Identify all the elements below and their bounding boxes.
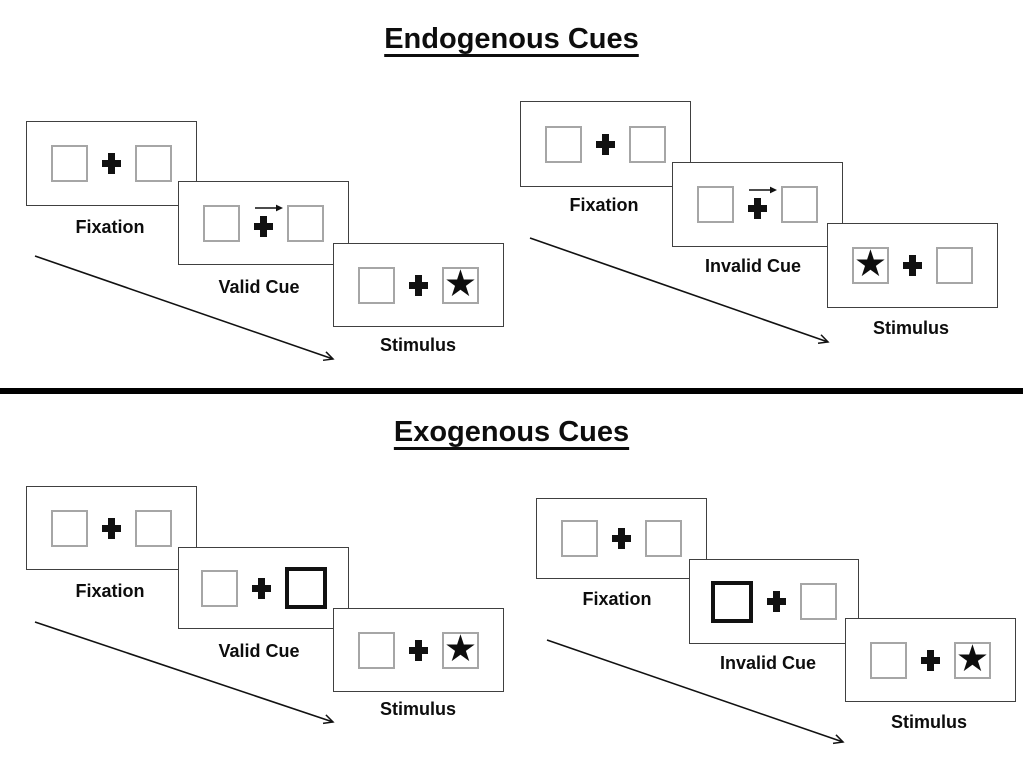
- fixation-cross-icon: [102, 517, 121, 539]
- fixation-cross-icon: [409, 274, 428, 296]
- fixation-cross-icon: [748, 197, 767, 219]
- placeholder-square-right: [629, 125, 666, 163]
- placeholder-square-left: [51, 509, 88, 547]
- exo-invalid-cue-screen: [689, 559, 859, 644]
- fixation-cross-icon: [102, 153, 121, 174]
- placeholder-square-left: [545, 125, 582, 163]
- exo-invalid-stimulus-screen: ★: [845, 618, 1016, 702]
- valid-cue-label: Valid Cue: [218, 641, 300, 661]
- central-cue: [748, 186, 777, 219]
- stimulus-label: Stimulus: [872, 318, 949, 338]
- target-square-right: ★: [442, 261, 479, 305]
- fixation-label: Fixation: [75, 217, 145, 237]
- stimulus-label: Stimulus: [379, 699, 456, 719]
- placeholder-square-left: [870, 641, 907, 679]
- exo-invalid-fixation-screen: [536, 498, 707, 579]
- right-arrow-cue-icon: [255, 204, 283, 212]
- placeholder-square-left: [697, 186, 734, 223]
- timeline-arrow-endo-invalid: [529, 237, 828, 342]
- cue-highlight-square-left: [711, 580, 753, 623]
- endo-invalid-cue-screen: [672, 162, 843, 247]
- cue-highlight-square-right: [284, 567, 327, 609]
- exo-valid-stimulus-screen: ★: [333, 608, 504, 692]
- fixation-label: Fixation: [75, 581, 145, 601]
- invalid-cue-label: Invalid Cue: [719, 653, 817, 673]
- fixation-label: Fixation: [582, 589, 652, 609]
- placeholder-square-right: [135, 145, 172, 182]
- placeholder-square-left: [200, 569, 238, 607]
- placeholder-square-right: [645, 520, 682, 557]
- endo-valid-stimulus-screen: ★: [333, 243, 504, 327]
- endogenous-section-title: Endogenous Cues: [384, 23, 639, 55]
- fixation-cross-icon: [612, 528, 631, 549]
- target-star-icon: ★: [853, 242, 888, 285]
- right-arrow-cue-icon: [749, 186, 777, 193]
- invalid-cue-label: Invalid Cue: [704, 256, 802, 276]
- stimulus-label: Stimulus: [890, 712, 967, 732]
- placeholder-square-left: [203, 204, 240, 242]
- target-square-right: ★: [954, 636, 991, 680]
- target-star-icon: ★: [443, 626, 478, 670]
- placeholder-square-right: [936, 247, 973, 284]
- timeline-arrow-exo-valid: [34, 621, 333, 722]
- stimulus-label: Stimulus: [379, 335, 456, 355]
- placeholder-square-left: [51, 145, 88, 182]
- endo-invalid-fixation-screen: [520, 101, 691, 187]
- placeholder-square-right: [800, 583, 837, 620]
- placeholder-square-right: [781, 186, 818, 223]
- endo-valid-fixation-screen: [26, 121, 197, 206]
- fixation-cross-icon: [767, 591, 786, 612]
- exo-valid-fixation-screen: [26, 486, 197, 570]
- fixation-cross-icon: [254, 216, 273, 237]
- exo-valid-cue-screen: [178, 547, 349, 629]
- endo-invalid-stimulus-screen: ★: [827, 223, 998, 308]
- fixation-cross-icon: [596, 133, 615, 155]
- section-divider: [0, 388, 1023, 394]
- valid-cue-label: Valid Cue: [218, 277, 300, 297]
- fixation-cross-icon: [409, 639, 428, 661]
- target-star-icon: ★: [443, 261, 478, 305]
- timeline-arrow-endo-valid: [34, 255, 333, 359]
- placeholder-square-right: [287, 204, 324, 242]
- endo-valid-cue-screen: [178, 181, 349, 265]
- target-star-icon: ★: [955, 636, 990, 680]
- exogenous-section-title: Exogenous Cues: [393, 416, 630, 448]
- fixation-label: Fixation: [569, 195, 639, 215]
- central-cue: [254, 204, 283, 237]
- placeholder-square-left: [561, 520, 598, 557]
- target-square-left: ★: [852, 242, 889, 285]
- placeholder-square-right: [135, 509, 172, 547]
- placeholder-square-left: [358, 266, 395, 304]
- fixation-cross-icon: [903, 255, 922, 276]
- placeholder-square-left: [358, 631, 395, 669]
- fixation-cross-icon: [921, 649, 940, 671]
- fixation-cross-icon: [251, 577, 271, 599]
- target-square-right: ★: [442, 626, 479, 670]
